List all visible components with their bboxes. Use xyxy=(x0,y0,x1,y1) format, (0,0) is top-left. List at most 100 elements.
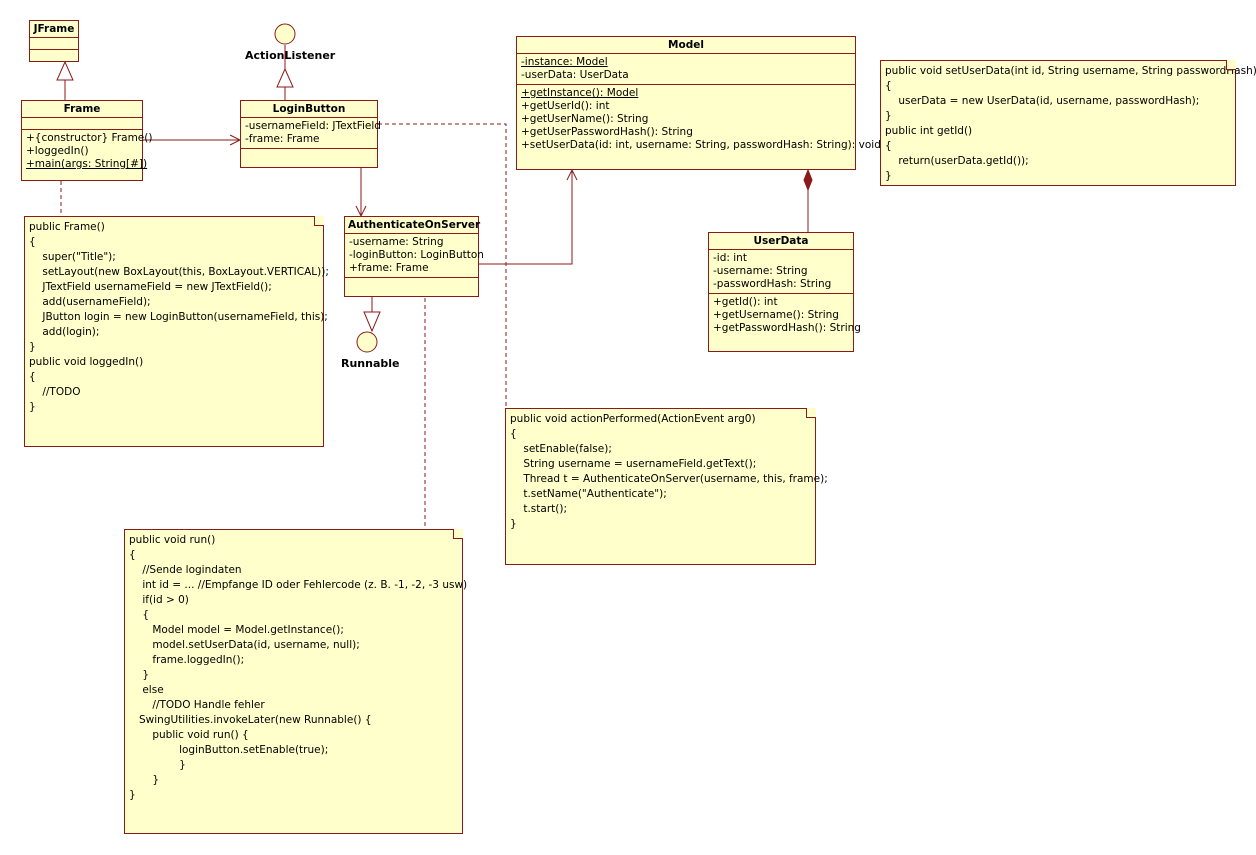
class-frame-operations: +{constructor} Frame() +loggedIn() +main… xyxy=(22,130,152,173)
class-loginbutton[interactable]: LoginButton -usernameField: JTextField -… xyxy=(240,100,381,168)
note-code-line: add(login); xyxy=(29,326,100,338)
operation: +setUserData(id: int, username: String, … xyxy=(521,139,881,151)
class-authenticateonserver-operations xyxy=(345,278,478,289)
attribute: -usernameField: JTextField xyxy=(245,120,381,132)
class-model[interactable]: Model -instance: Model -userData: UserDa… xyxy=(516,36,881,170)
note-code-line: frame.loggedIn(); xyxy=(129,654,245,666)
note-code-line: { xyxy=(29,371,36,383)
operation: +getInstance(): Model xyxy=(521,87,639,99)
note-code-line: public void run() xyxy=(129,534,216,546)
attribute: +frame: Frame xyxy=(349,262,429,274)
note-code-line: return(userData.getId()); xyxy=(885,155,1029,167)
note-code-line: { xyxy=(29,236,36,248)
note-code-line: String username = usernameField.getText(… xyxy=(510,458,757,470)
class-userdata-attributes: -id: int -username: String -passwordHash… xyxy=(709,250,853,294)
note-code-line: } xyxy=(29,341,36,353)
note-code-line: add(usernameField); xyxy=(29,296,151,308)
class-loginbutton-attributes: -usernameField: JTextField -frame: Frame xyxy=(241,118,381,149)
class-model-name: Model xyxy=(517,37,855,54)
note-code-line: Thread t = AuthenticateOnServer(username… xyxy=(510,473,828,485)
class-model-operations: +getInstance(): Model +getUserId(): int … xyxy=(517,85,881,154)
class-authenticateonserver-name: AuthenticateOnServer xyxy=(345,217,480,234)
note-fold-corner xyxy=(453,529,463,539)
note-code-line: { xyxy=(885,140,892,152)
note-code-line: setLayout(new BoxLayout(this, BoxLayout.… xyxy=(29,266,329,278)
note-code-line: } xyxy=(885,110,892,122)
class-jframe[interactable]: JFrame xyxy=(29,20,79,62)
note-code-line: t.setName("Authenticate"); xyxy=(510,488,667,500)
class-model-attributes: -instance: Model -userData: UserData xyxy=(517,54,855,85)
note-code-line: model.setUserData(id, username, null); xyxy=(129,639,360,651)
class-userdata-operations: +getId(): int +getUsername(): String +ge… xyxy=(709,294,861,337)
operation: +getUserId(): int xyxy=(521,100,610,112)
note-code-line: { xyxy=(129,549,136,561)
note-code-line: public void run() { xyxy=(129,729,249,741)
note-code-line: JTextField usernameField = new JTextFiel… xyxy=(29,281,272,293)
class-jframe-attributes xyxy=(30,38,78,50)
note-code-line: t.start(); xyxy=(510,503,567,515)
note-code-line: //TODO xyxy=(29,386,81,398)
note-code-line: } xyxy=(885,170,892,182)
note-code-line: { xyxy=(510,428,517,440)
note-code-line: public void setUserData(int id, String u… xyxy=(885,65,1256,77)
note-code-line: public int getId() xyxy=(885,125,973,137)
actionlistener-label: ActionListener xyxy=(245,49,336,62)
note-code-line: } xyxy=(510,518,517,530)
frame-generalization-arrow xyxy=(56,60,74,81)
action-note-anchor xyxy=(378,123,507,408)
attribute: -id: int xyxy=(713,252,747,264)
note-code-line: { xyxy=(129,609,150,621)
note-code-line: Model model = Model.getInstance(); xyxy=(129,624,344,636)
class-authenticateonserver-attributes: -username: String -loginButton: LoginBut… xyxy=(345,234,484,278)
note-code-line: public Frame() xyxy=(29,221,105,233)
class-authenticateonserver[interactable]: AuthenticateOnServer -username: String -… xyxy=(344,216,484,297)
note-code-line: } xyxy=(129,789,136,801)
class-frame[interactable]: Frame +{constructor} Frame() +loggedIn()… xyxy=(21,100,152,181)
note-fold-corner xyxy=(806,408,816,418)
loginbutton-realization-arrow xyxy=(276,67,294,88)
attribute: -username: String xyxy=(349,236,444,248)
class-frame-attributes xyxy=(22,118,142,130)
note-model-code[interactable]: public void setUserData(int id, String u… xyxy=(880,60,1256,186)
class-frame-name: Frame xyxy=(22,101,142,118)
note-actionperformed-code[interactable]: public void actionPerformed(ActionEvent … xyxy=(505,408,828,565)
note-frame-code[interactable]: public Frame() { super("Title"); setLayou… xyxy=(24,216,329,447)
runnable-label: Runnable xyxy=(341,357,400,370)
operation: +getId(): int xyxy=(713,296,778,308)
operation: +getUserPasswordHash(): String xyxy=(521,126,693,138)
note-code-line: { xyxy=(885,80,892,92)
class-jframe-name: JFrame xyxy=(30,21,78,38)
note-run-code[interactable]: public void run(){ //Sende logindaten in… xyxy=(124,529,467,834)
composition-diamond xyxy=(803,168,813,192)
class-loginbutton-name: LoginButton xyxy=(241,101,377,118)
note-code-line: JButton login = new LoginButton(username… xyxy=(29,311,328,323)
note-code-line: SwingUtilities.invokeLater(new Runnable(… xyxy=(129,714,372,726)
note-code-line: loginButton.setEnable(true); xyxy=(129,744,329,756)
note-fold-corner xyxy=(1226,60,1236,70)
note-code-line: //TODO Handle fehler xyxy=(129,699,265,711)
note-code-line: } xyxy=(129,759,186,771)
class-userdata-name: UserData xyxy=(709,233,853,250)
runnable-lollipop xyxy=(356,331,378,353)
note-code-line: public void actionPerformed(ActionEvent … xyxy=(510,413,756,425)
note-code-line: } xyxy=(129,774,160,786)
operation: +main(args: String[#]) xyxy=(26,158,148,170)
note-code-line: public void loggedIn() xyxy=(29,356,144,368)
note-code-line: else xyxy=(129,684,164,696)
note-code-line: super("Title"); xyxy=(29,251,116,263)
note-code-line: } xyxy=(29,401,36,413)
note-code-line: userData = new UserData(id, username, pa… xyxy=(885,95,1200,107)
note-code-line: if(id > 0) xyxy=(129,594,189,606)
class-userdata[interactable]: UserData -id: int -username: String -pas… xyxy=(708,232,861,352)
attribute: -frame: Frame xyxy=(245,133,320,145)
attribute: -instance: Model xyxy=(521,56,608,68)
class-loginbutton-operations xyxy=(241,149,377,160)
attribute: -passwordHash: String xyxy=(713,278,832,290)
operation: +getUserName(): String xyxy=(521,113,649,125)
note-code-line: setEnable(false); xyxy=(510,443,612,455)
class-jframe-operations xyxy=(30,50,78,61)
operation: +loggedIn() xyxy=(26,145,89,157)
operation: +getPasswordHash(): String xyxy=(713,322,861,334)
